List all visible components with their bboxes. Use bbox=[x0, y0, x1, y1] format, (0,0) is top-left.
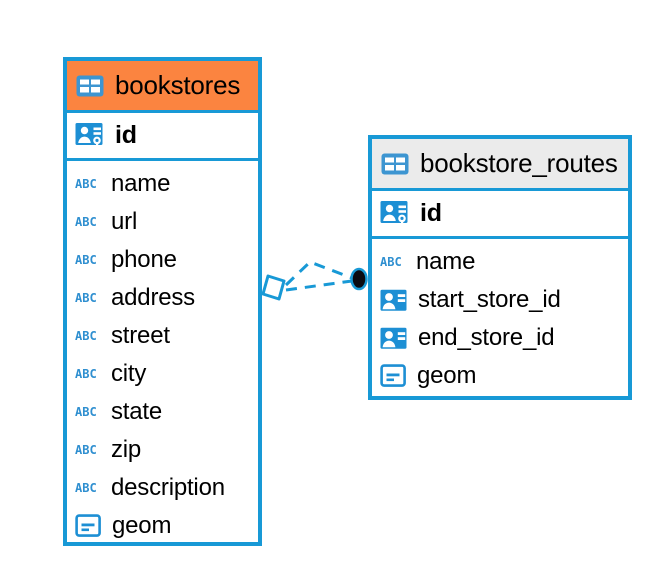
field-label: state bbox=[111, 398, 163, 425]
circle-marker-icon bbox=[350, 267, 368, 291]
field-row[interactable]: ABC street bbox=[75, 317, 250, 355]
svg-text:ABC: ABC bbox=[380, 255, 402, 269]
entity-table-bookstores[interactable]: bookstores id bbox=[63, 57, 262, 546]
field-row[interactable]: end_store_id bbox=[380, 319, 620, 357]
svg-text:ABC: ABC bbox=[75, 215, 97, 229]
field-list-bookstores: ABC name ABC url ABC p bbox=[67, 161, 258, 551]
svg-text:ABC: ABC bbox=[75, 253, 97, 267]
field-row[interactable]: ABC zip bbox=[75, 431, 250, 469]
diamond-marker-icon bbox=[261, 274, 286, 301]
abc-icon: ABC bbox=[75, 481, 101, 495]
field-row[interactable]: ABC description bbox=[75, 469, 250, 507]
field-row[interactable]: geom bbox=[75, 507, 250, 545]
entity-header-bookstore-routes[interactable]: bookstore_routes bbox=[372, 139, 628, 191]
field-label: name bbox=[416, 248, 476, 275]
primary-key-label: id bbox=[420, 199, 442, 227]
field-label: geom bbox=[112, 512, 172, 539]
relationship-line-upper bbox=[284, 260, 353, 287]
table-icon bbox=[380, 152, 410, 176]
foreign-key-icon bbox=[380, 289, 408, 312]
field-label: phone bbox=[111, 246, 177, 273]
field-label: city bbox=[111, 360, 147, 387]
geometry-icon bbox=[380, 364, 407, 388]
field-row[interactable]: ABC phone bbox=[75, 241, 250, 279]
svg-text:ABC: ABC bbox=[75, 367, 97, 381]
primary-key-icon bbox=[75, 122, 105, 150]
field-label: zip bbox=[111, 436, 142, 463]
abc-icon: ABC bbox=[75, 177, 101, 191]
entity-title: bookstore_routes bbox=[420, 148, 618, 178]
field-label: start_store_id bbox=[418, 286, 561, 313]
field-label: geom bbox=[417, 362, 477, 389]
field-label: url bbox=[111, 208, 138, 235]
entity-title: bookstores bbox=[115, 70, 241, 100]
abc-icon: ABC bbox=[75, 253, 101, 267]
field-row[interactable]: ABC city bbox=[75, 355, 250, 393]
field-row[interactable]: geom bbox=[380, 357, 620, 395]
table-icon bbox=[75, 74, 105, 98]
entity-table-bookstore-routes[interactable]: bookstore_routes id bbox=[368, 135, 632, 400]
field-row[interactable]: ABC name bbox=[380, 243, 620, 281]
geometry-icon bbox=[75, 514, 102, 538]
svg-text:ABC: ABC bbox=[75, 291, 97, 305]
foreign-key-icon bbox=[380, 327, 408, 350]
svg-text:ABC: ABC bbox=[75, 481, 97, 495]
field-row[interactable]: ABC url bbox=[75, 203, 250, 241]
svg-text:ABC: ABC bbox=[75, 405, 97, 419]
primary-key-icon bbox=[380, 200, 410, 228]
field-label: address bbox=[111, 284, 195, 311]
svg-text:ABC: ABC bbox=[75, 177, 97, 191]
field-list-bookstore-routes: ABC name start_store_id bbox=[372, 239, 628, 401]
abc-icon: ABC bbox=[75, 367, 101, 381]
relationship-line-lower bbox=[285, 279, 353, 292]
field-row[interactable]: start_store_id bbox=[380, 281, 620, 319]
abc-icon: ABC bbox=[75, 443, 101, 457]
entity-header-bookstores[interactable]: bookstores bbox=[67, 61, 258, 113]
abc-icon: ABC bbox=[380, 255, 406, 269]
abc-icon: ABC bbox=[75, 291, 101, 305]
abc-icon: ABC bbox=[75, 405, 101, 419]
abc-icon: ABC bbox=[75, 215, 101, 229]
field-label: street bbox=[111, 322, 170, 349]
field-label: end_store_id bbox=[418, 324, 555, 351]
primary-key-row[interactable]: id bbox=[67, 113, 258, 161]
field-row[interactable]: ABC name bbox=[75, 165, 250, 203]
svg-text:ABC: ABC bbox=[75, 443, 97, 457]
abc-icon: ABC bbox=[75, 329, 101, 343]
field-label: name bbox=[111, 170, 171, 197]
field-row[interactable]: ABC state bbox=[75, 393, 250, 431]
field-row[interactable]: ABC address bbox=[75, 279, 250, 317]
primary-key-row[interactable]: id bbox=[372, 191, 628, 239]
svg-text:ABC: ABC bbox=[75, 329, 97, 343]
field-label: description bbox=[111, 474, 225, 501]
primary-key-label: id bbox=[115, 121, 137, 149]
